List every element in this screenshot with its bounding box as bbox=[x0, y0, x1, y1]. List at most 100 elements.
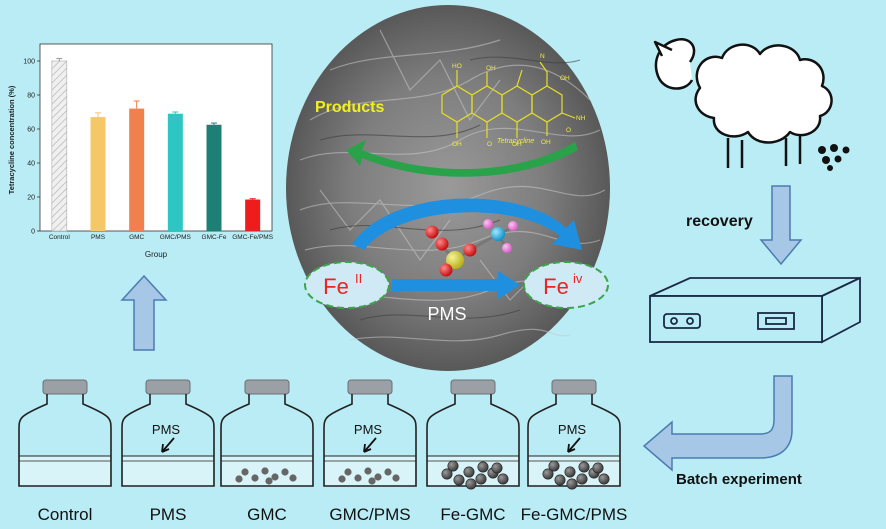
bottle-label: GMC bbox=[247, 505, 287, 524]
bar-series bbox=[51, 57, 261, 232]
sheep-icon bbox=[653, 37, 833, 168]
error-bar bbox=[211, 122, 217, 125]
bottle-gmc-pms: PMS GMC/PMS bbox=[323, 379, 417, 524]
particle bbox=[384, 468, 392, 476]
particle bbox=[289, 474, 297, 482]
y-axis: 0 20 40 60 80 100 bbox=[23, 59, 40, 236]
bottle-cap bbox=[551, 379, 597, 395]
particle bbox=[441, 468, 453, 480]
pms-annotation: PMS bbox=[152, 422, 181, 437]
x-tick-label: Control bbox=[49, 234, 71, 241]
arrow-left-icon bbox=[642, 375, 793, 472]
error-bar bbox=[172, 111, 179, 114]
error-bar bbox=[56, 57, 63, 61]
svg-text:NH: NH bbox=[576, 115, 586, 122]
arrow-icon bbox=[363, 437, 377, 453]
tetracycline-structure bbox=[441, 61, 576, 138]
svg-text:OH: OH bbox=[541, 139, 551, 146]
x-tick-label: GMC-Fe bbox=[202, 234, 227, 241]
bottle-cap bbox=[145, 379, 191, 395]
particle bbox=[364, 467, 372, 475]
particle bbox=[465, 478, 477, 490]
x-tick-label: GMC bbox=[129, 234, 144, 241]
particle bbox=[338, 475, 346, 483]
particle bbox=[491, 462, 503, 474]
device-icon bbox=[649, 276, 861, 344]
bottle-label: PMS bbox=[150, 505, 187, 524]
arrow-up-icon bbox=[120, 274, 168, 351]
particle bbox=[344, 468, 352, 476]
bottle-body bbox=[323, 394, 417, 487]
arrow-icon bbox=[161, 437, 175, 453]
pms-molecule bbox=[425, 219, 518, 277]
y-tick-label: 100 bbox=[23, 59, 35, 66]
bar-gmc-pms bbox=[167, 113, 183, 231]
x-tick-label: GMC/PMS bbox=[160, 234, 192, 241]
particle bbox=[477, 461, 489, 473]
pms-annotation: PMS bbox=[558, 422, 587, 437]
arrow-down-icon bbox=[759, 185, 803, 266]
pms-label: PMS bbox=[427, 304, 466, 324]
bottle-cap bbox=[347, 379, 393, 395]
particle bbox=[548, 460, 560, 472]
particle bbox=[354, 474, 362, 482]
bottle-cap bbox=[450, 379, 496, 395]
particle bbox=[564, 466, 576, 478]
bar-gmc-fe-pms bbox=[245, 199, 261, 231]
y-tick-label: 40 bbox=[27, 161, 35, 168]
particle bbox=[578, 461, 590, 473]
pms-annotation: PMS bbox=[354, 422, 383, 437]
fe4-superscript: iv bbox=[573, 271, 583, 286]
droppings-icon bbox=[818, 144, 850, 171]
svg-text:N: N bbox=[540, 53, 545, 60]
batch-experiment-label: Batch experiment bbox=[676, 471, 802, 488]
y-tick-label: 0 bbox=[31, 229, 35, 236]
bottle-gmc: GMC bbox=[220, 379, 314, 524]
svg-text:HO: HO bbox=[452, 63, 462, 70]
bottle-label: GMC/PMS bbox=[329, 505, 410, 524]
bottle-control: Control bbox=[18, 379, 112, 524]
bottle-cap bbox=[42, 379, 88, 395]
fe4-label: Fe bbox=[543, 274, 569, 299]
fe2-label: Fe bbox=[323, 274, 349, 299]
bottles-row: Control PMS PMS GMC PMS GMC/PMS Fe-GMC PMS Fe-GM… bbox=[18, 379, 628, 524]
svg-text:OH: OH bbox=[452, 141, 462, 148]
x-tick-label: PMS bbox=[91, 234, 106, 241]
green-arrow bbox=[346, 140, 578, 177]
bottle-label: Fe-GMC/PMS bbox=[521, 505, 628, 524]
bottle-liquid bbox=[20, 456, 110, 485]
particle bbox=[542, 468, 554, 480]
sem-shadows bbox=[319, 56, 581, 321]
svg-text:O: O bbox=[566, 127, 571, 134]
svg-text:O: O bbox=[487, 141, 492, 148]
bottle-label: Control bbox=[38, 505, 93, 524]
bar-gmc bbox=[129, 108, 145, 231]
particle bbox=[566, 478, 578, 490]
particle bbox=[251, 474, 259, 482]
particle bbox=[576, 473, 588, 485]
particle bbox=[497, 473, 509, 485]
particle bbox=[374, 473, 382, 481]
svg-text:OH: OH bbox=[512, 141, 522, 148]
bottle-label: Fe-GMC bbox=[440, 505, 505, 524]
y-tick-label: 80 bbox=[27, 93, 35, 100]
bottle-fe-gmc: Fe-GMC bbox=[426, 379, 520, 524]
bottle-body bbox=[121, 394, 215, 487]
svg-text:OH: OH bbox=[560, 75, 570, 82]
products-label: Products bbox=[315, 99, 384, 116]
recovery-label: recovery bbox=[686, 213, 753, 230]
particle bbox=[368, 477, 376, 485]
y-tick-label: 60 bbox=[27, 127, 35, 134]
bottle-cap bbox=[244, 379, 290, 395]
bottle-body bbox=[18, 394, 112, 487]
y-tick-label: 20 bbox=[27, 195, 35, 202]
blue-curved-arrow bbox=[352, 198, 582, 250]
particle bbox=[453, 474, 465, 486]
particle bbox=[271, 473, 279, 481]
particle bbox=[598, 473, 610, 485]
